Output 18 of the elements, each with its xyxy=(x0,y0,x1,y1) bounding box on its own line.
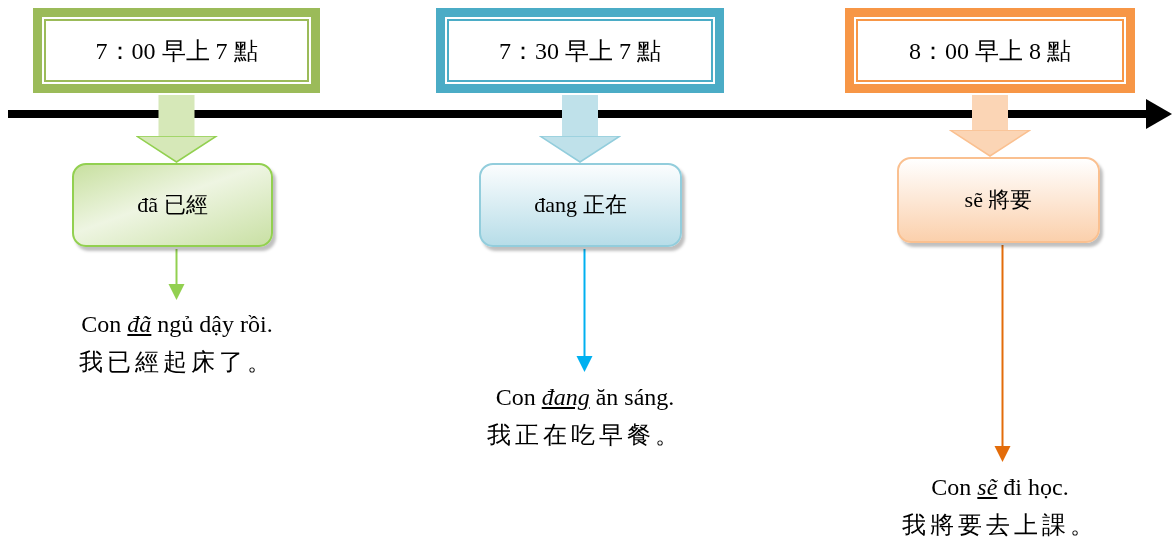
word-box: đang 正在 xyxy=(479,163,682,247)
translation-text: 我正在吃早餐。 xyxy=(487,421,683,450)
arrow xyxy=(168,248,185,300)
sentence-text: Con đã ngủ dậy rồi. xyxy=(81,310,273,339)
word-box: sẽ 將要 xyxy=(897,157,1100,243)
block-arrow xyxy=(539,95,621,163)
block-arrow xyxy=(949,95,1031,157)
time-box: 7：00 早上 7 點 xyxy=(33,8,320,93)
arrow xyxy=(994,244,1011,462)
sentence-text: Con sẽ đi học. xyxy=(931,473,1069,502)
word-box: đã 已經 xyxy=(72,163,273,247)
arrow xyxy=(576,248,593,372)
block-arrow xyxy=(135,95,218,163)
translation-text: 我將要去上課。 xyxy=(902,511,1098,540)
time-box: 7：30 早上 7 點 xyxy=(436,8,724,93)
translation-text: 我已經起床了。 xyxy=(79,348,275,377)
sentence-text: Con đang ăn sáng. xyxy=(495,383,675,412)
time-box: 8：00 早上 8 點 xyxy=(845,8,1135,93)
